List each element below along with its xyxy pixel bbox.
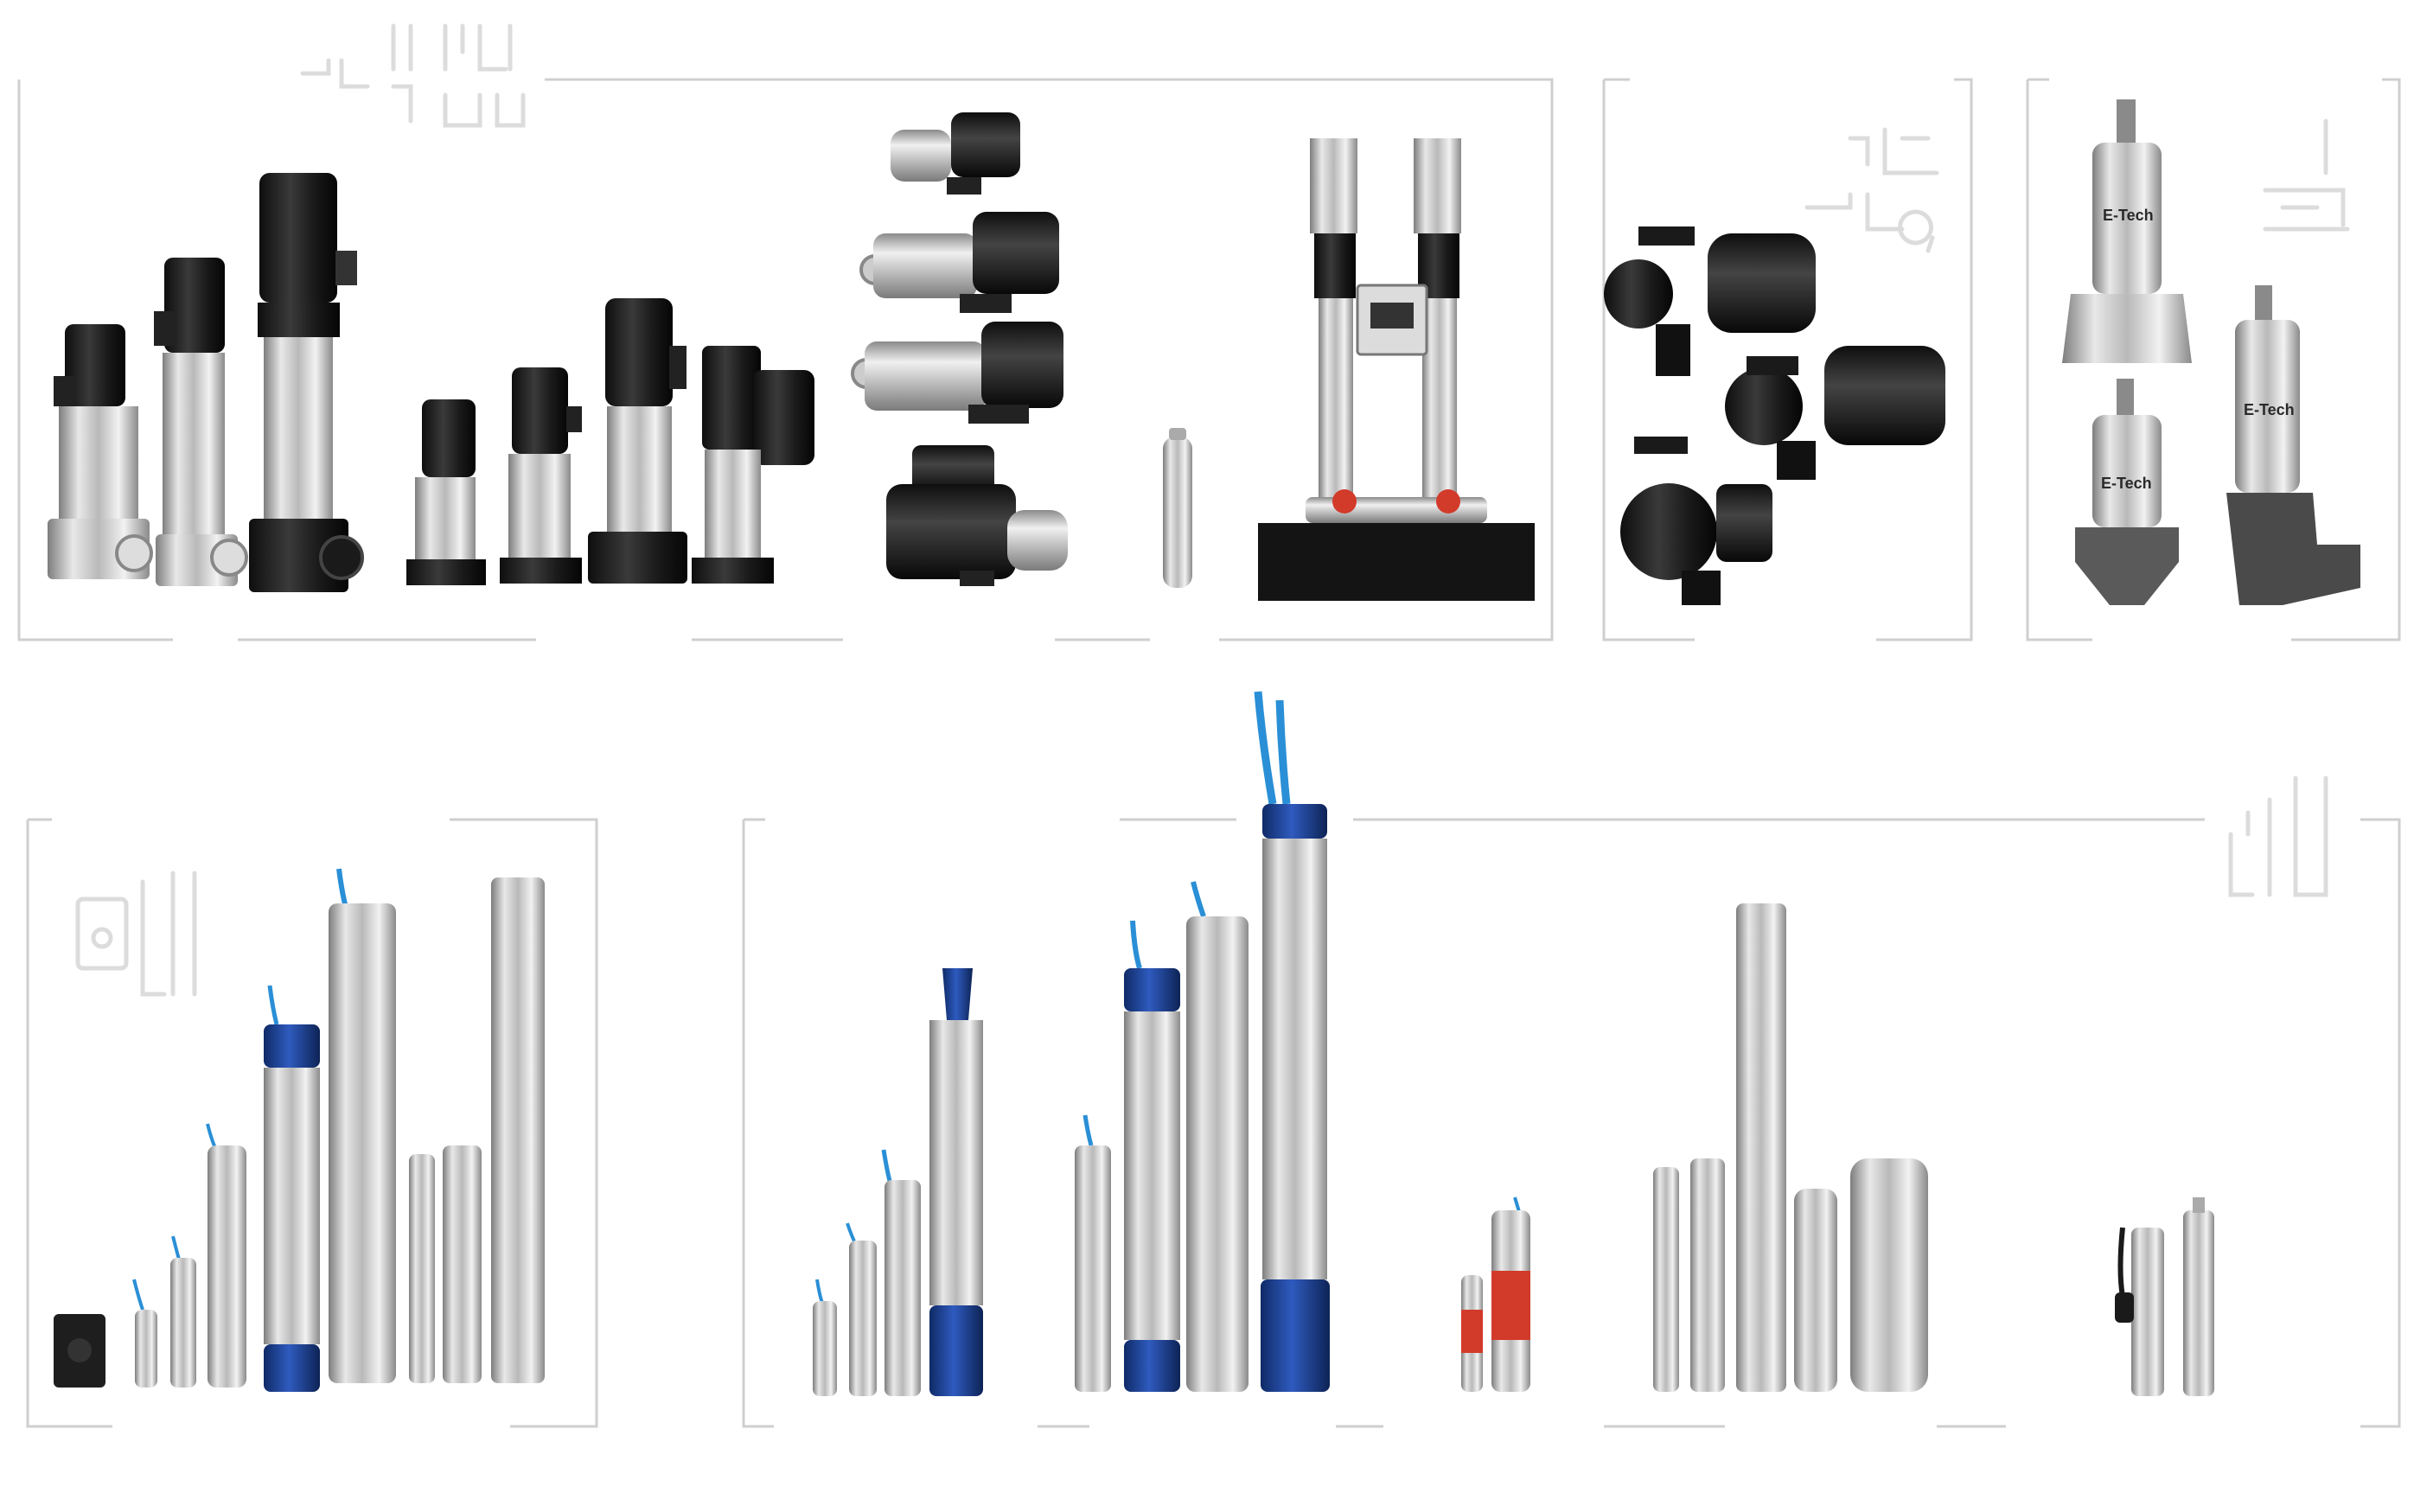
pump-end-slim-2: [1690, 1158, 1725, 1392]
submersible-4in-3: [206, 1123, 246, 1388]
submersible-pump-end-2: [443, 1145, 482, 1383]
red-label-motor-2: [1491, 1196, 1530, 1392]
vertical-multistage-pump-icon: [300, 23, 526, 128]
end-suction-pump-1: [1604, 226, 1816, 376]
vertical-pump-6: [588, 298, 687, 584]
booster-set: [1258, 138, 1535, 601]
deep-well-2: [846, 1222, 877, 1396]
deep-well-6-blue: [1124, 920, 1180, 1392]
vertical-pump-4: [406, 399, 486, 585]
brand-label-3: E-Tech: [2244, 401, 2295, 418]
compact-submersible-2: [2183, 1197, 2214, 1396]
drainage-pump-icon: [2263, 118, 2350, 232]
deep-well-5: [1075, 1114, 1111, 1392]
vertical-pump-7-with-drive: [692, 346, 814, 584]
submersible-deep-well-pump-icon: [2228, 775, 2328, 897]
end-suction-pump-icon: [1804, 127, 1939, 253]
drainage-pump-1: E-Tech: [2062, 99, 2192, 363]
horizontal-pump-3: [851, 322, 1063, 424]
submersible-4in-2: [170, 1235, 196, 1388]
end-suction-pump-3: [1620, 437, 1772, 605]
submersible-4in-4-blue: [264, 985, 320, 1392]
mixed-flow-pump-end-1: [1794, 1189, 1837, 1392]
submersible-controller: [54, 1314, 105, 1388]
pump-end-tall: [1736, 903, 1786, 1392]
small-submersible-cylinder: [1163, 428, 1192, 588]
embossed-glyphs: [75, 23, 2350, 997]
deep-well-8-tall-blue: [1254, 691, 1330, 1392]
deep-well-1: [813, 1279, 837, 1396]
submersible-pump-end-1: [409, 1154, 435, 1383]
vertical-pump-3: [249, 173, 364, 592]
deep-well-7: [1186, 881, 1249, 1392]
panel-frames: [17, 78, 2401, 1428]
vertical-pump-2: [154, 258, 248, 586]
horizontal-pump-2: [859, 212, 1059, 313]
deep-well-3: [881, 1149, 921, 1396]
mixed-flow-pump-end-2: [1850, 1158, 1928, 1392]
pump-end-slim-1: [1653, 1167, 1679, 1392]
end-suction-pump-2: [1725, 346, 1945, 480]
vertical-pump-1: [48, 324, 153, 579]
deep-well-4-blue-cap: [929, 968, 983, 1396]
compact-submersible-1-with-float: [2115, 1227, 2164, 1396]
vertical-pump-5: [500, 367, 582, 584]
horizontal-pump-4-with-controller: [886, 445, 1068, 586]
drainage-pump-3: E-Tech: [2226, 285, 2360, 605]
brand-label-2: E-Tech: [2101, 475, 2152, 492]
submersible-4in-pump-icon: [75, 871, 197, 997]
submersible-4in-1: [132, 1279, 157, 1388]
drainage-pump-2: E-Tech: [2075, 379, 2179, 605]
submersible-pump-end-3: [491, 877, 545, 1383]
brand-label-1: E-Tech: [2103, 207, 2154, 224]
horizontal-pump-1: [891, 112, 1020, 195]
submersible-6in-large: [329, 868, 396, 1383]
red-label-motor-1: [1461, 1275, 1483, 1392]
